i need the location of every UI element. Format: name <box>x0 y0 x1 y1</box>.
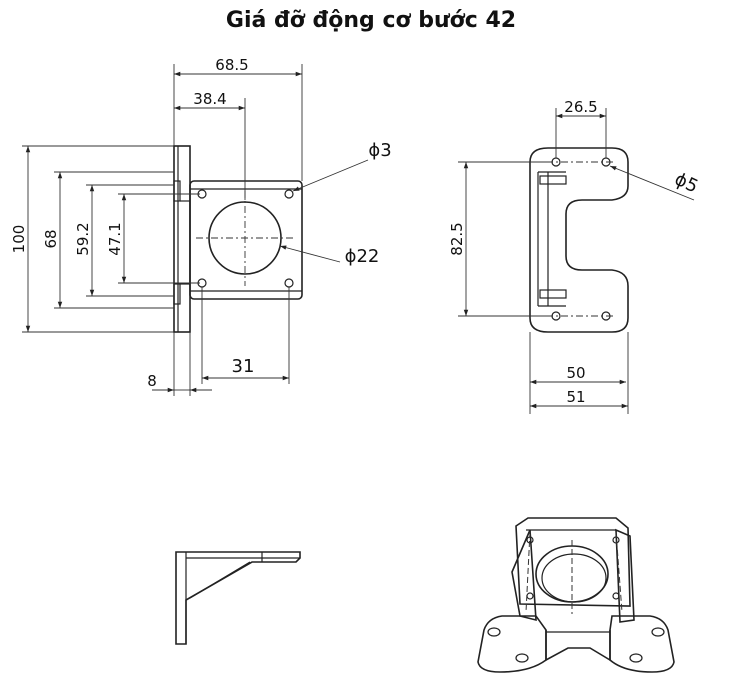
iso-hole <box>629 653 643 663</box>
page-title: Giá đỡ động cơ bước 42 <box>225 8 517 33</box>
dim-hole-span-label: 38.4 <box>193 90 226 108</box>
profile-view <box>175 551 301 645</box>
side-dim-inner-label: 50 <box>566 364 585 382</box>
hole-dia-label: ϕ3 <box>368 140 391 161</box>
dim-plate-label: 68 <box>42 229 60 248</box>
side-dim-top-label: 26.5 <box>564 98 597 116</box>
dim-holes-label: 47.1 <box>106 222 124 255</box>
side-dim-height-label: 82.5 <box>448 222 466 255</box>
mount-hole <box>284 278 294 288</box>
dim-height-label: 100 <box>10 225 28 254</box>
isometric-view <box>477 517 675 673</box>
iso-hole <box>487 627 501 637</box>
side-view: 26.5 82.5 50 51 ϕ5 <box>448 98 701 414</box>
dim-mount-label: 59.2 <box>74 222 92 255</box>
side-dim-outer-label: 51 <box>566 388 585 406</box>
dim-offset-label: 31 <box>232 356 255 377</box>
dim-width-label: 68.5 <box>215 56 248 74</box>
iso-hole <box>515 653 529 663</box>
bore-dia-label: ϕ22 <box>345 246 380 267</box>
mount-hole <box>284 189 294 199</box>
front-view: 68.5 38.4 100 68 59.2 47.1 31 8 ϕ3 ϕ22 <box>10 56 392 396</box>
side-hole-dia-label: ϕ5 <box>671 169 701 198</box>
dim-thickness-label: 8 <box>147 372 157 390</box>
iso-hole <box>651 627 665 637</box>
